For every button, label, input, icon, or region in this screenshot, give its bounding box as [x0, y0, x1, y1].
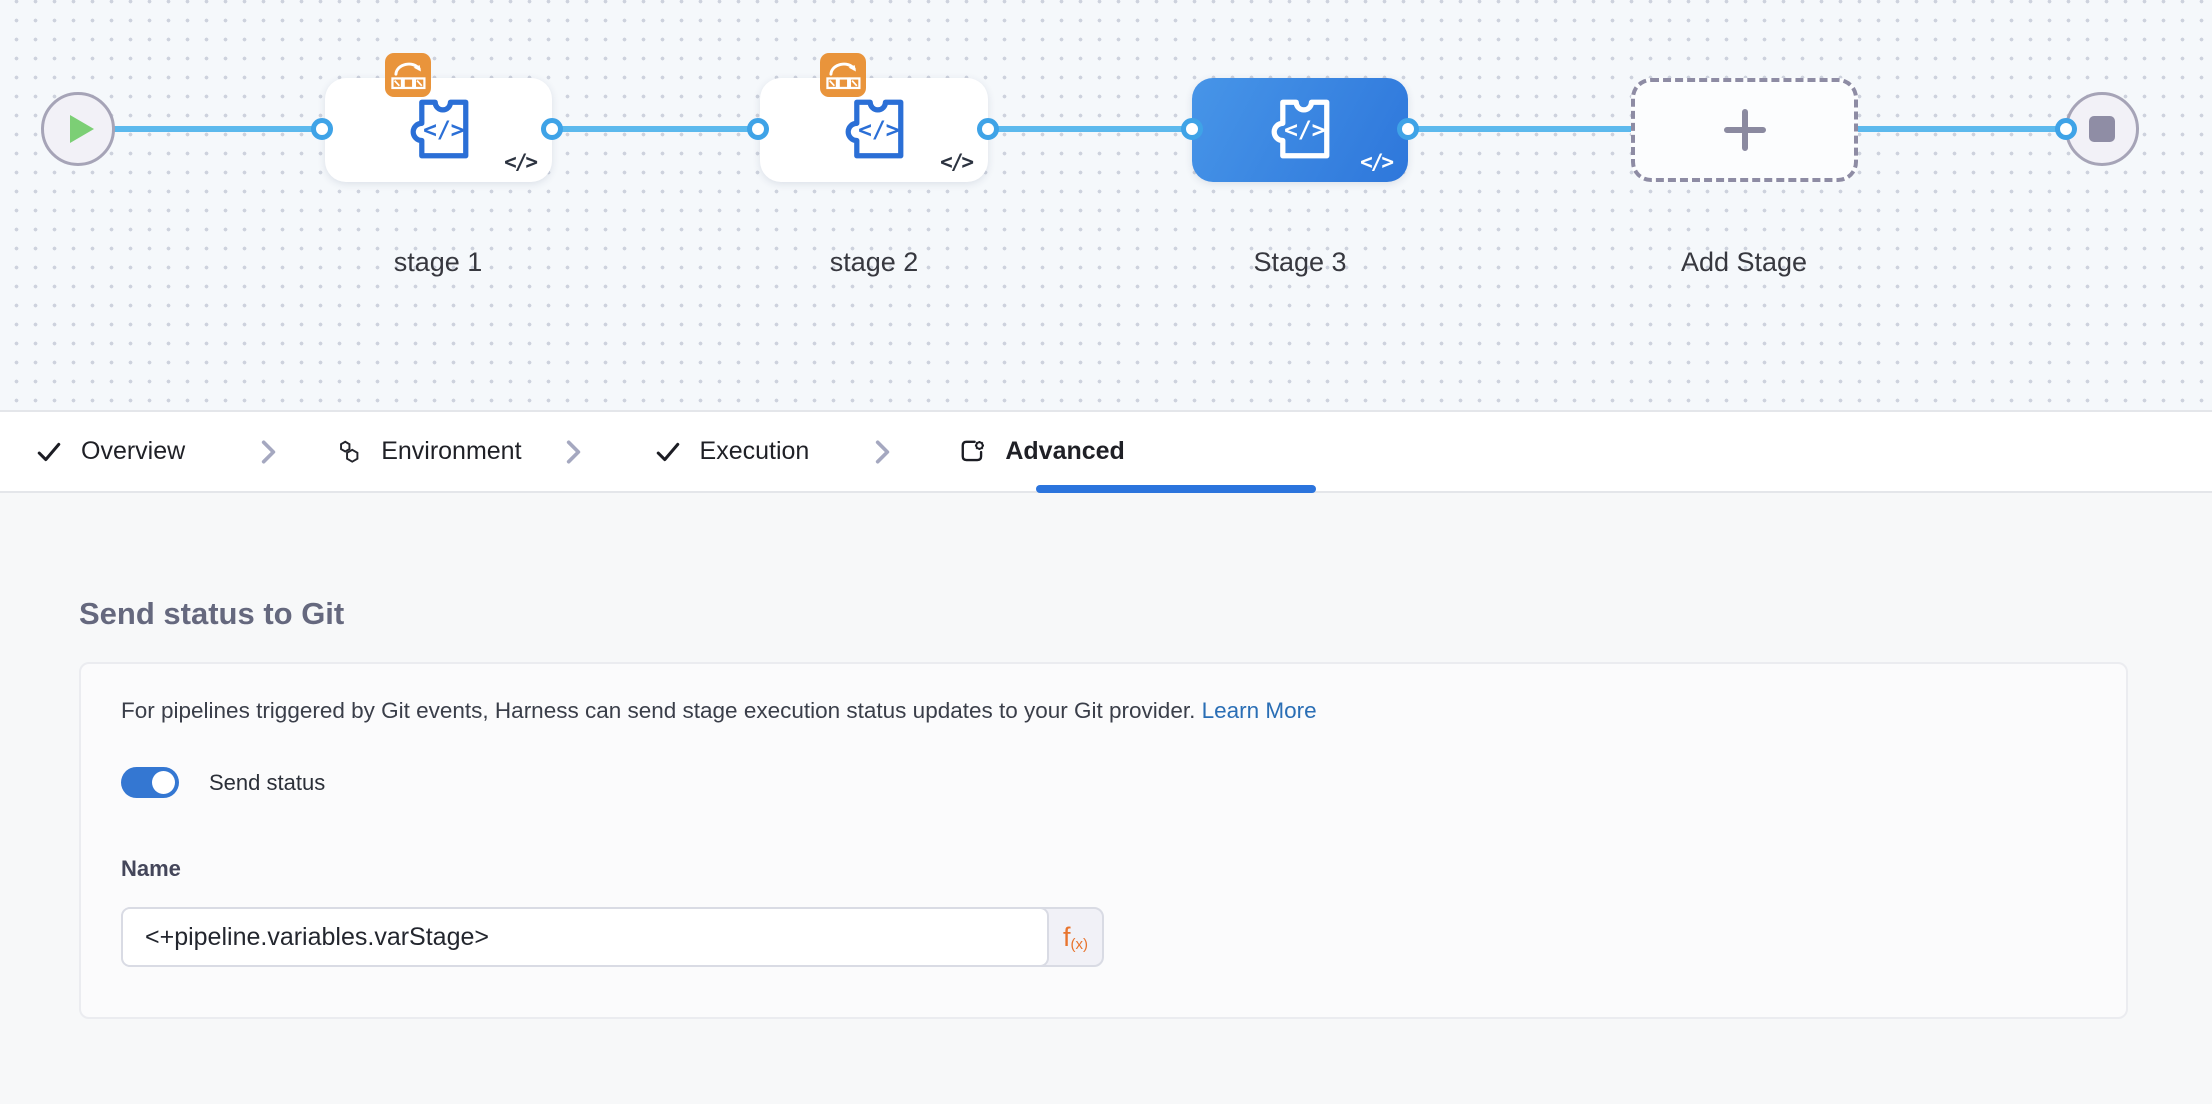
- yaml-code-indicator: </>: [1360, 150, 1394, 174]
- stop-icon: [2089, 116, 2115, 142]
- play-icon: [69, 115, 94, 143]
- name-input[interactable]: [121, 907, 1049, 967]
- tab-environment[interactable]: Environment: [335, 437, 522, 466]
- toggle-knob: [152, 771, 175, 794]
- advanced-panel: Send status to Git For pipelines trigger…: [0, 493, 2212, 1104]
- send-status-card: For pipelines triggered by Git events, H…: [79, 662, 2128, 1019]
- check-icon: [656, 442, 679, 461]
- pipeline-end-node: [2065, 92, 2139, 166]
- yaml-code-indicator: </>: [940, 150, 974, 174]
- add-stage-label[interactable]: Add Stage: [1680, 247, 1808, 277]
- tab-label: Environment: [381, 437, 522, 465]
- tab-execution[interactable]: Execution: [654, 437, 810, 466]
- chevron-right-icon: [871, 438, 893, 466]
- connector-port[interactable]: [1181, 118, 1203, 140]
- edge-stage2-stage3: [982, 126, 1200, 132]
- tab-label: Overview: [81, 437, 186, 465]
- connector-port[interactable]: [311, 118, 333, 140]
- edge-addstage-end: [1852, 126, 2070, 132]
- edge-start-stage1: [112, 126, 330, 132]
- tab-label: Advanced: [1005, 437, 1125, 465]
- stage-type-badge-icon: [385, 53, 431, 97]
- puzzle-code-icon: </>: [845, 99, 904, 159]
- stage-tab-bar: Overview Environment Execution: [0, 410, 2212, 493]
- connector-port[interactable]: [747, 118, 769, 140]
- pipeline-start-node: [41, 92, 115, 166]
- send-status-toggle[interactable]: [121, 767, 179, 798]
- stage-label[interactable]: Stage 3: [1253, 247, 1347, 277]
- description-text: For pipelines triggered by Git events, H…: [121, 698, 2086, 724]
- chevron-right-icon: [562, 438, 584, 466]
- svg-text:</>: </>: [1284, 118, 1325, 144]
- tab-overview[interactable]: Overview: [35, 437, 185, 466]
- stage-node-stage-2[interactable]: </> </>: [760, 78, 988, 182]
- puzzle-code-icon: </>: [1271, 99, 1330, 159]
- svg-text:</>: </>: [858, 118, 899, 144]
- puzzle-code-icon: </>: [410, 99, 468, 159]
- pipeline-canvas[interactable]: </> </> </> </> </> </>: [0, 0, 2212, 410]
- stage-node-stage-1[interactable]: </> </>: [325, 78, 552, 182]
- description-body: For pipelines triggered by Git events, H…: [121, 698, 1196, 723]
- check-icon: [37, 442, 61, 461]
- box-gear-icon: [961, 440, 985, 461]
- name-input-group: f(x): [121, 907, 1104, 967]
- plus-icon: [1723, 109, 1766, 151]
- active-tab-underline: [1036, 485, 1316, 493]
- learn-more-link[interactable]: Learn More: [1201, 698, 1317, 723]
- hexagons-icon: [340, 440, 359, 463]
- expression-fx-button[interactable]: f(x): [1062, 921, 1088, 953]
- connector-port[interactable]: [977, 118, 999, 140]
- add-stage-button[interactable]: [1631, 78, 1858, 182]
- toggle-label: Send status: [209, 769, 326, 795]
- edge-stage3-addstage: [1402, 126, 1636, 132]
- stage-label[interactable]: stage 2: [829, 247, 919, 277]
- chevron-right-icon: [257, 438, 279, 466]
- tab-advanced[interactable]: Advanced: [959, 437, 1125, 466]
- connector-port[interactable]: [2055, 118, 2077, 140]
- stage-label[interactable]: stage 1: [393, 247, 483, 277]
- name-field-label: Name: [121, 856, 181, 881]
- tab-label: Execution: [699, 437, 810, 465]
- edge-stage1-stage2: [546, 126, 768, 132]
- svg-text:</>: </>: [423, 118, 464, 144]
- connector-port[interactable]: [541, 118, 563, 140]
- yaml-code-indicator: </>: [504, 150, 538, 174]
- connector-port[interactable]: [1397, 118, 1419, 140]
- section-heading: Send status to Git: [79, 596, 345, 631]
- stage-node-stage-3[interactable]: </> </>: [1192, 78, 1408, 182]
- stage-type-badge-icon: [820, 53, 866, 97]
- fx-icon: f: [1062, 921, 1071, 952]
